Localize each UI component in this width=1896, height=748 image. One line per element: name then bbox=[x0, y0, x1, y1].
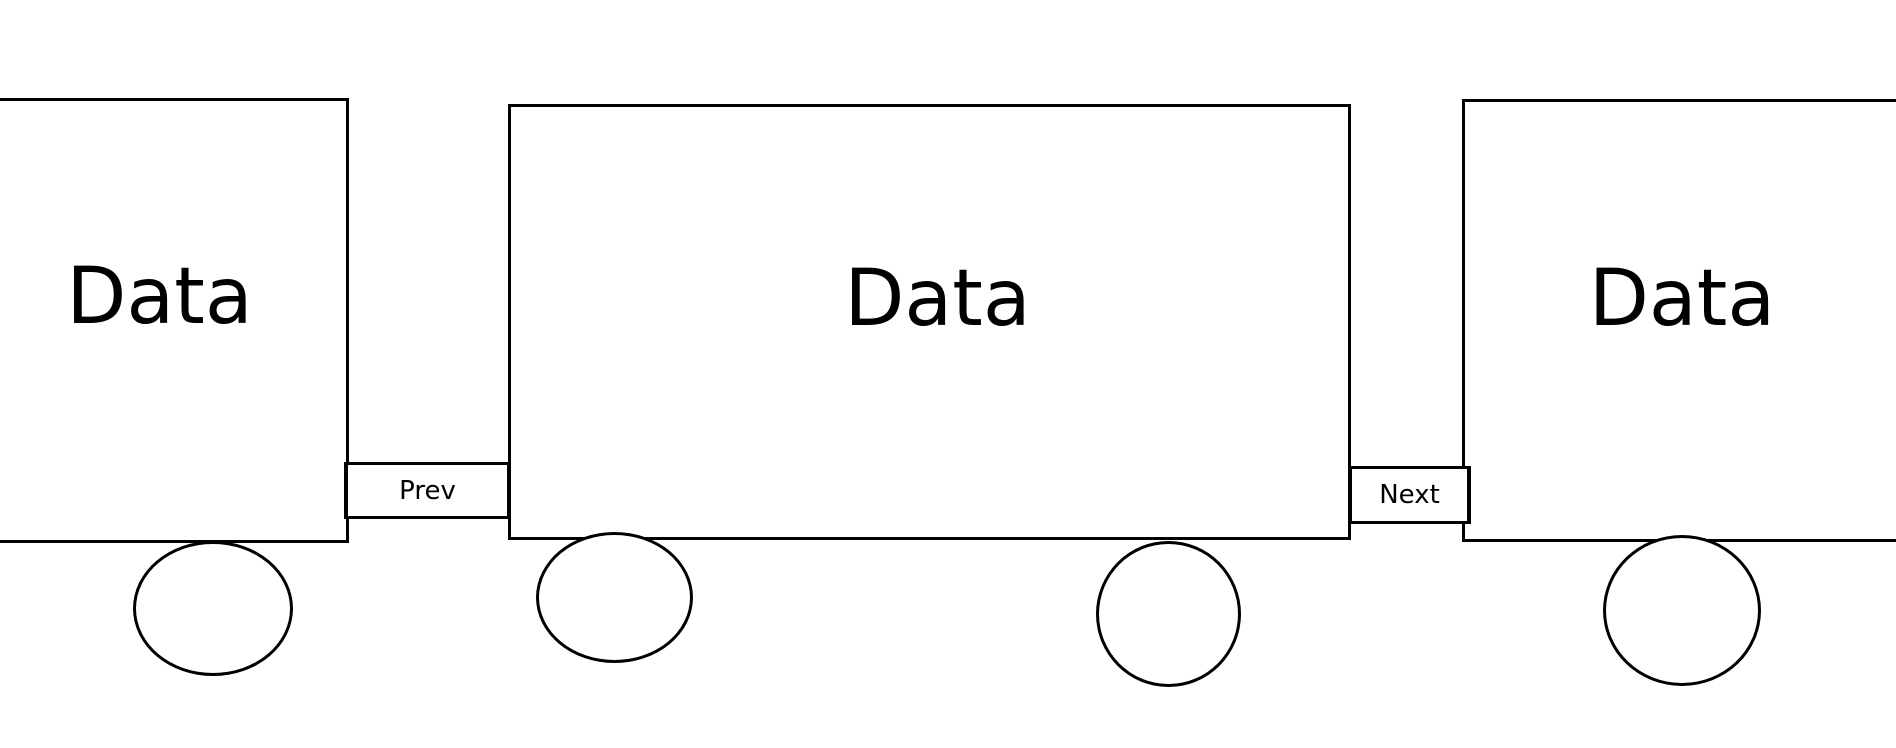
carousel-indicator-2-circle-icon[interactable] bbox=[536, 532, 693, 663]
carousel-card-next[interactable]: Data bbox=[1462, 99, 1896, 542]
card-label: Data bbox=[1588, 253, 1776, 344]
prev-button[interactable]: Prev bbox=[344, 462, 511, 519]
carousel-card-current[interactable]: Data bbox=[508, 104, 1351, 540]
carousel-indicator-1-circle-icon[interactable] bbox=[133, 541, 293, 676]
next-button[interactable]: Next bbox=[1348, 466, 1471, 524]
carousel-card-previous[interactable]: Data bbox=[0, 98, 349, 543]
card-label: Data bbox=[66, 251, 253, 342]
card-label: Data bbox=[844, 254, 1031, 344]
carousel-indicator-3-circle-icon[interactable] bbox=[1096, 541, 1241, 687]
carousel-indicator-4-circle-icon[interactable] bbox=[1603, 535, 1761, 686]
